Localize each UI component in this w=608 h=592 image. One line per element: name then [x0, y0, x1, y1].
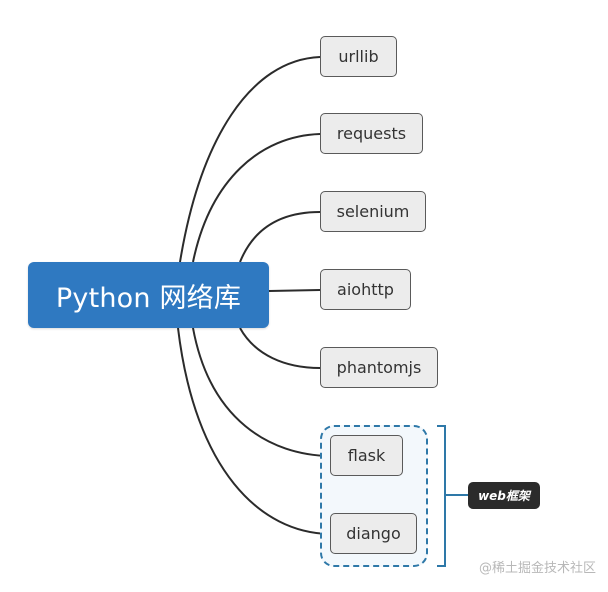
edge-flask [192, 327, 331, 457]
node-urllib[interactable]: urllib [320, 36, 397, 77]
node-flask[interactable]: flask [330, 435, 403, 476]
edge-aiohttp [268, 289, 321, 292]
edge-requests [192, 133, 321, 263]
watermark: @稀土掘金技术社区 [478, 561, 596, 576]
edge-diango [177, 327, 331, 535]
node-diango[interactable]: diango [330, 513, 417, 554]
group-bracket [437, 425, 446, 567]
group-bracket-tick [446, 494, 468, 496]
group-label: web框架 [468, 482, 540, 509]
node-selenium[interactable]: selenium [320, 191, 426, 232]
edge-phantomjs [239, 327, 321, 369]
node-aiohttp[interactable]: aiohttp [320, 269, 411, 310]
node-requests[interactable]: requests [320, 113, 423, 154]
node-phantomjs[interactable]: phantomjs [320, 347, 438, 388]
edge-selenium [239, 211, 321, 263]
root-node[interactable]: Python 网络库 [28, 262, 269, 328]
edge-urllib [179, 56, 321, 263]
